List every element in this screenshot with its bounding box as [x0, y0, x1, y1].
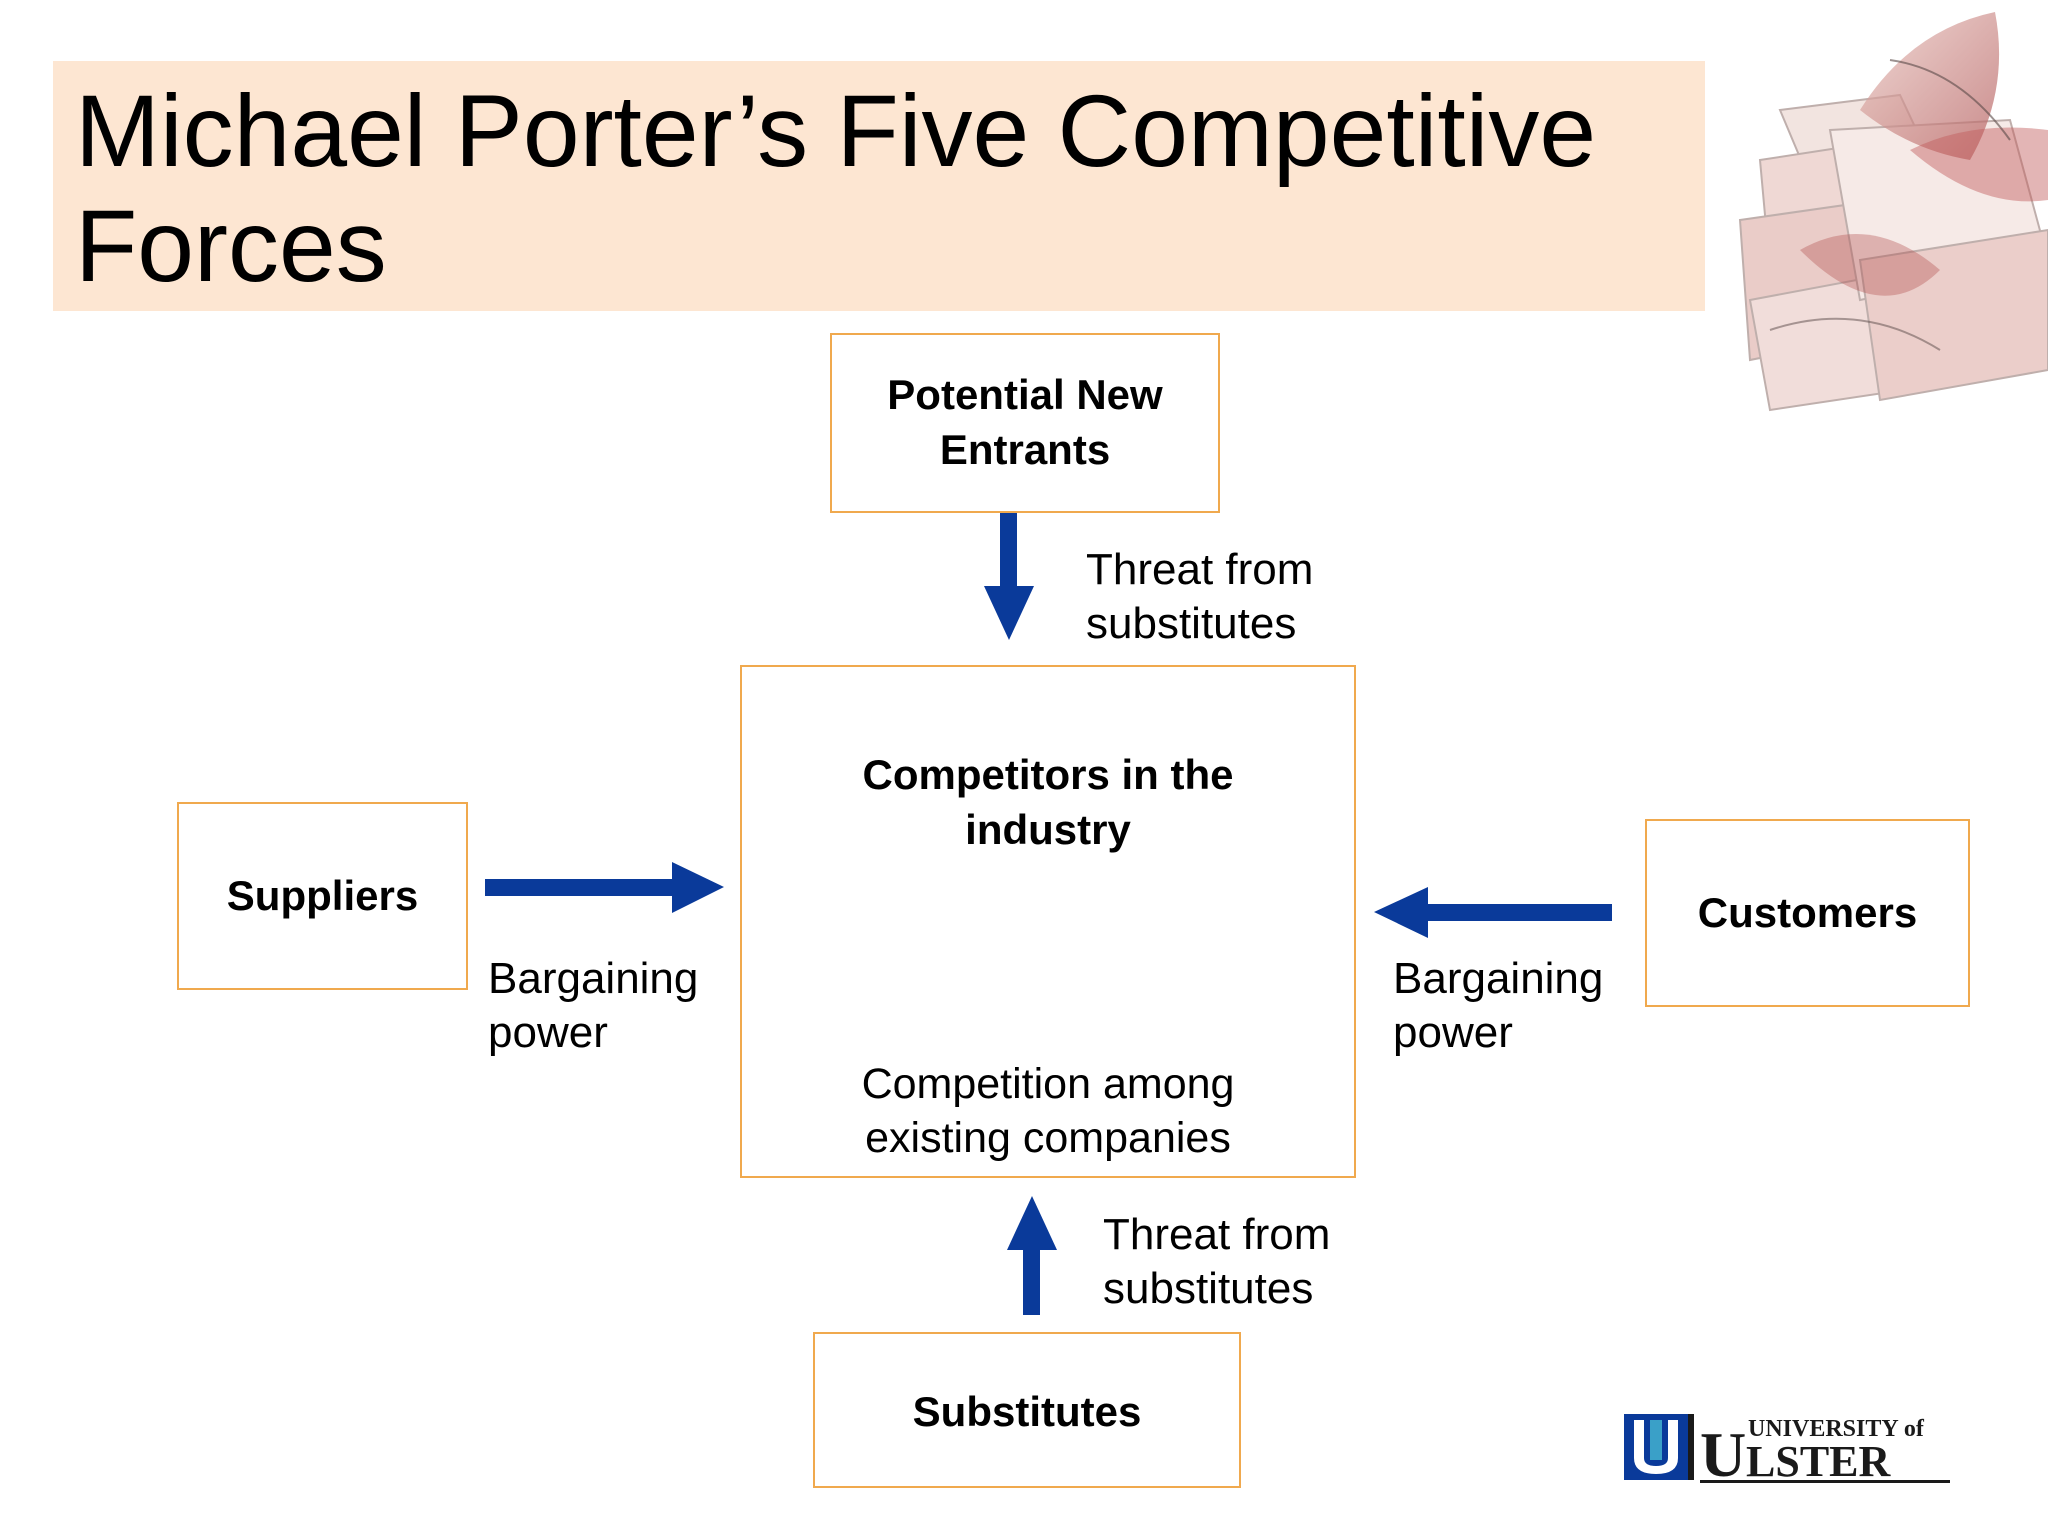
- logo-university-of-text: UNIVERSITY of: [1748, 1416, 1925, 1442]
- bottom-threat-label: Threat from substitutes: [1103, 1210, 1331, 1313]
- decorative-art: [1738, 12, 2048, 412]
- logo-ulster-text: LSTER: [1746, 1437, 1892, 1486]
- competition-text: Competition among existing companies: [861, 1060, 1235, 1162]
- competitors-box: Competitors in the industry Competition …: [740, 665, 1356, 1178]
- customers-label: Customers: [1697, 889, 1918, 936]
- ulster-shield-icon: U LSTER UNIVERSITY of: [1624, 1414, 1950, 1490]
- university-logo: U LSTER UNIVERSITY of: [1620, 1408, 1955, 1490]
- suppliers-label: Suppliers: [226, 872, 419, 919]
- arrow-right-icon: [485, 862, 724, 913]
- top-threat-label: Threat from substitutes: [1086, 545, 1314, 648]
- right-bargaining-label: Bargaining power: [1393, 954, 1604, 1057]
- suppliers-box: Suppliers: [177, 802, 468, 990]
- svg-text:U: U: [1700, 1419, 1746, 1486]
- substitutes-box: Substitutes: [813, 1332, 1241, 1488]
- title-band: [53, 61, 1705, 311]
- logo-underline: [1700, 1480, 1950, 1483]
- slide-title: Michael Porter’s Five Competitive Forces: [75, 74, 1597, 303]
- new-entrants-label: Potential New Entrants: [887, 371, 1163, 473]
- left-bargaining-label: Bargaining power: [488, 954, 699, 1057]
- competitors-label: Competitors in the industry: [862, 751, 1234, 853]
- arrow-down-icon: [984, 510, 1034, 640]
- customers-box: Customers: [1645, 819, 1970, 1007]
- substitutes-label: Substitutes: [912, 1388, 1142, 1435]
- new-entrants-box: Potential New Entrants: [830, 333, 1220, 513]
- arrow-left-icon: [1374, 887, 1612, 938]
- arrow-up-icon: [1007, 1196, 1057, 1315]
